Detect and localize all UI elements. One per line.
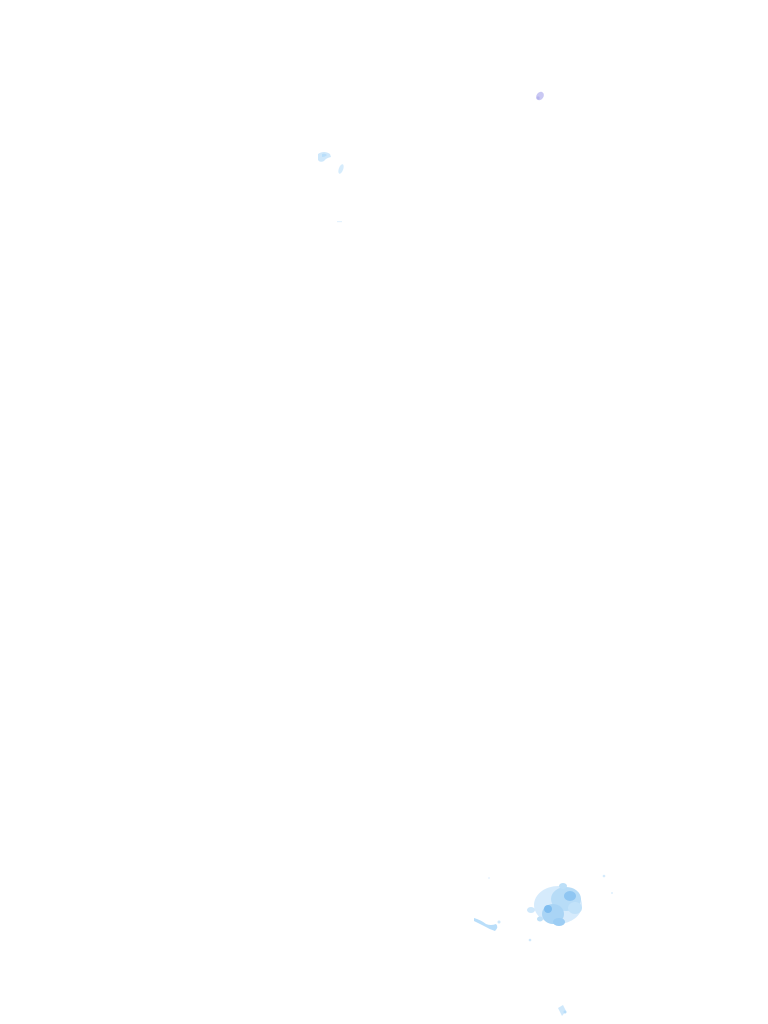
precipitation-echo-small-northeast [536,91,544,101]
precipitation-echo-streak-southeast [474,877,501,931]
precipitation-echo-small-north [318,152,344,223]
precipitation-echo-cluster-southeast [527,874,613,942]
precipitation-echo-small-south [558,1005,567,1016]
